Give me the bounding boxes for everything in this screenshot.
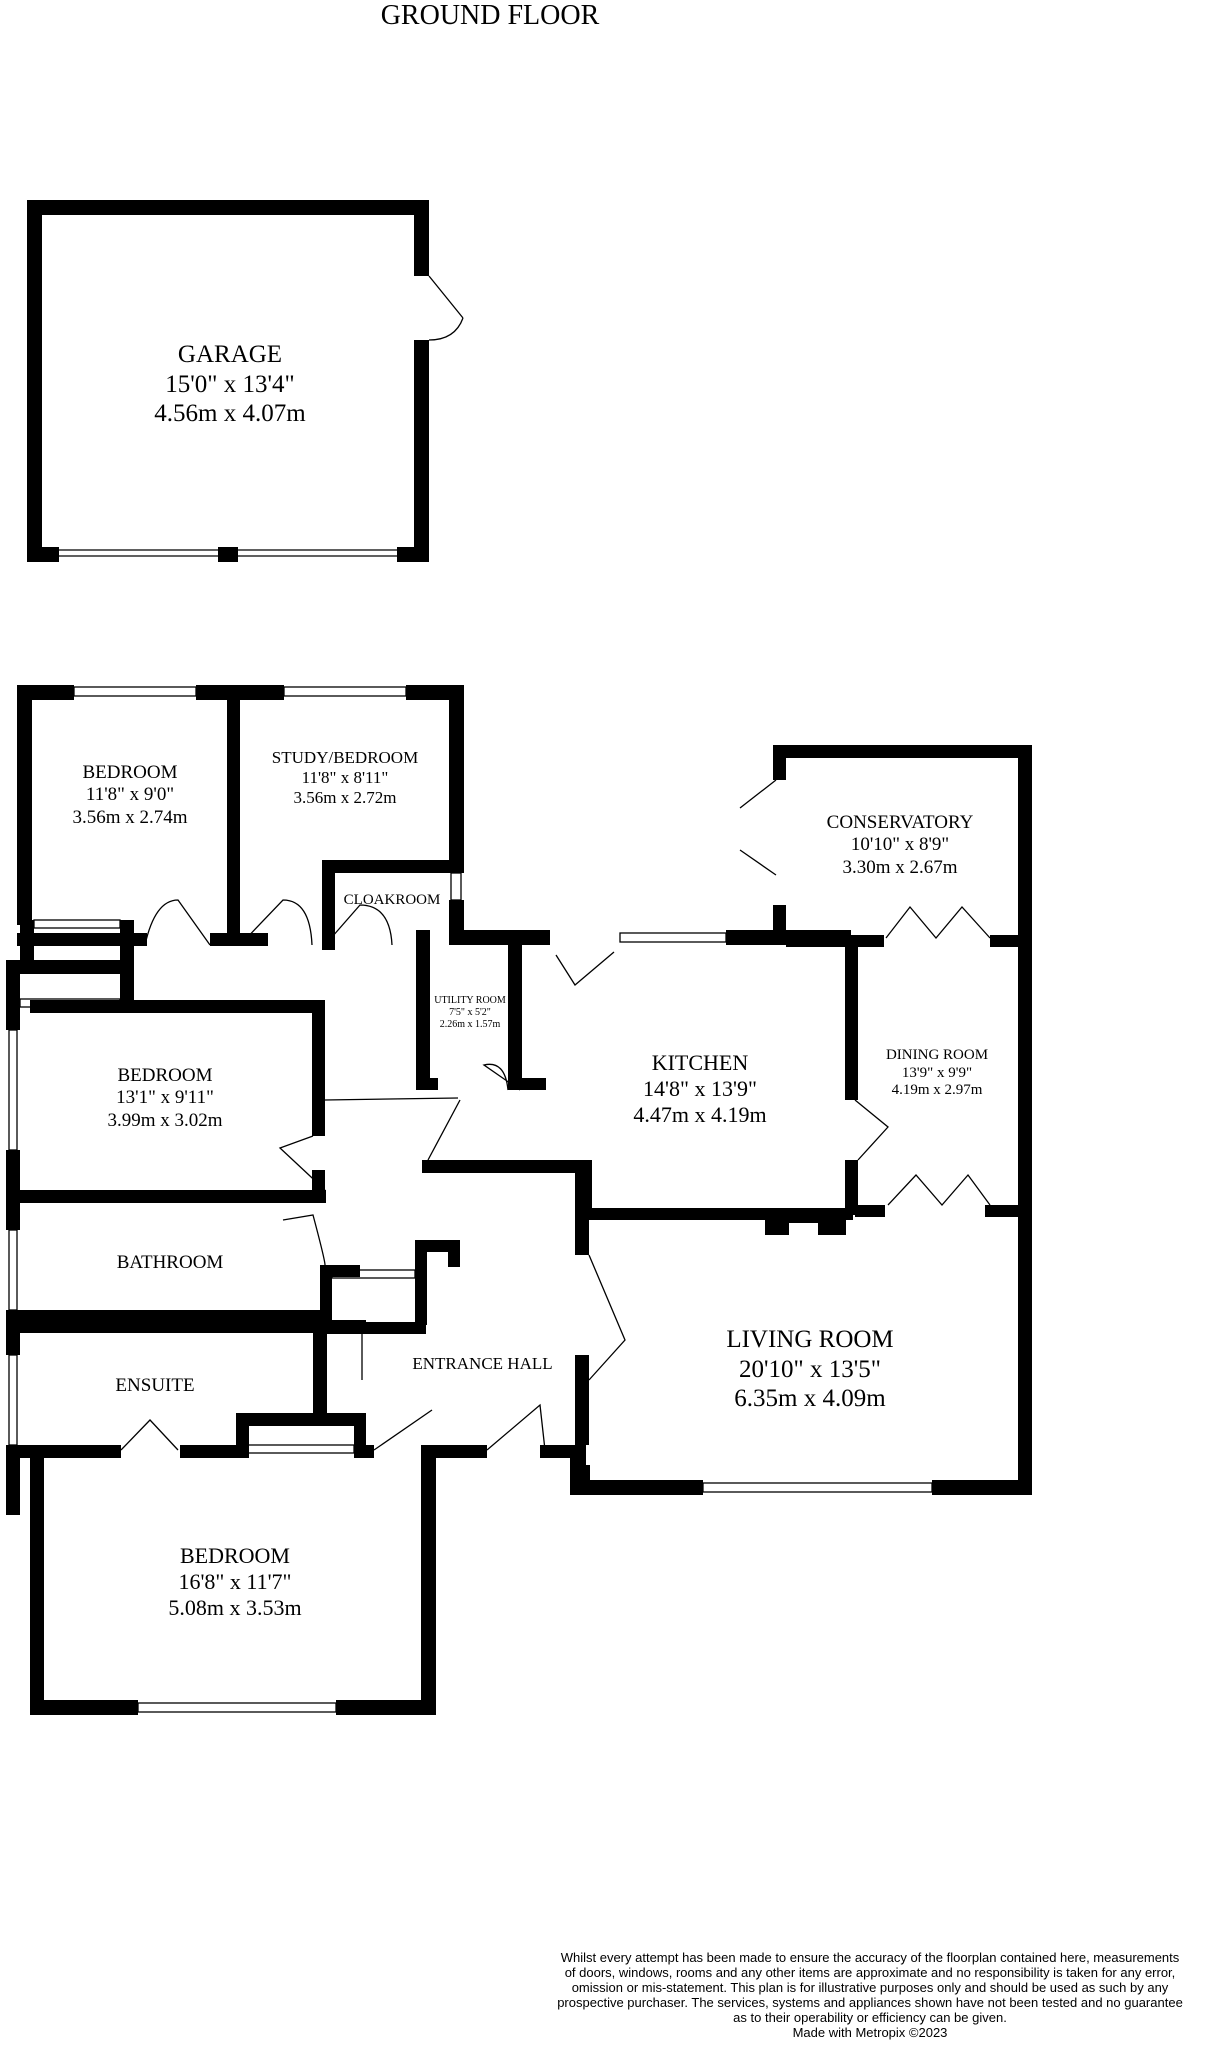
utility-label: UTILITY ROOM 7'5" x 5'2" 2.26m x 1.57m [430,995,510,1030]
conservatory-imperial: 10'10" x 8'9" [850,834,950,856]
bathroom-label: BATHROOM [70,1252,270,1274]
garage-imperial: 15'0" x 13'4" [165,370,295,398]
dining-imperial: 13'9" x 9'9" [901,1064,973,1081]
cloakroom-label: CLOAKROOM [332,892,452,910]
living-imperial: 20'10" x 13'5" [739,1355,881,1383]
bedroom3-label: BEDROOM 16'8" x 11'7" 5.08m x 3.53m [125,1543,345,1621]
living-metric: 6.35m x 4.09m [734,1385,886,1412]
bedroom2-name: BEDROOM [117,1065,213,1086]
bedroom2-imperial: 13'1" x 9'11" [116,1087,214,1109]
kitchen-name: KITCHEN [651,1050,749,1075]
utility-metric: 2.26m x 1.57m [439,1018,501,1030]
floor-title: GROUND FLOOR [380,0,600,31]
dining-label: DINING ROOM 13'9" x 9'9" 4.19m x 2.97m [862,1047,1012,1100]
bathroom-name: BATHROOM [116,1252,224,1273]
kitchen-imperial: 14'8" x 13'9" [643,1075,757,1101]
bedroom3-name: BEDROOM [179,1543,290,1568]
bedroom1-name: BEDROOM [82,762,178,783]
ensuite-name: ENSUITE [115,1375,195,1396]
living-label: LIVING ROOM 20'10" x 13'5" 6.35m x 4.09m [695,1325,925,1414]
study-imperial: 11'8" x 8'11" [301,768,389,788]
living-name: LIVING ROOM [726,1326,894,1353]
utility-imperial: 7'5" x 5'2" [449,1006,491,1018]
conservatory-metric: 3.30m x 2.67m [842,856,958,878]
windows [8,275,991,1713]
dining-metric: 4.19m x 2.97m [891,1082,983,1099]
entrance-label: ENTRANCE HALL [395,1354,570,1374]
kitchen-metric: 4.47m x 4.19m [633,1101,767,1127]
bedroom1-imperial: 11'8" x 9'0" [85,784,175,806]
disclaimer-line: prospective purchaser. The services, sys… [557,1995,1183,2010]
disclaimer-line: Whilst every attempt has been made to en… [560,1950,1180,1965]
metropix-credit: Made with Metropix ©2023 [792,2025,948,2040]
garage-metric: 4.56m x 4.07m [154,400,306,427]
dining-name: DINING ROOM [885,1047,989,1063]
utility-name: UTILITY ROOM [434,995,506,1006]
study-label: STUDY/BEDROOM 11'8" x 8'11" 3.56m x 2.72… [245,748,445,808]
bedroom1-label: BEDROOM 11'8" x 9'0" 3.56m x 2.74m [50,762,210,829]
study-name: STUDY/BEDROOM [271,748,419,767]
bedroom2-metric: 3.99m x 3.02m [107,1109,223,1131]
garage-name: GARAGE [177,341,283,368]
ensuite-label: ENSUITE [70,1375,240,1397]
disclaimer-text: Whilst every attempt has been made to en… [505,1950,1219,2040]
disclaimer-line: as to their operability or efficiency ca… [733,2010,1007,2025]
garage-label: GARAGE 15'0" x 13'4" 4.56m x 4.07m [120,340,340,429]
walls [6,200,1032,1715]
bedroom1-metric: 3.56m x 2.74m [72,806,188,828]
bedroom3-imperial: 16'8" x 11'7" [178,1568,292,1594]
cloakroom-name: CLOAKROOM [343,892,441,908]
bedroom3-metric: 5.08m x 3.53m [168,1594,302,1620]
conservatory-label: CONSERVATORY 10'10" x 8'9" 3.30m x 2.67m [800,812,1000,879]
conservatory-name: CONSERVATORY [826,812,974,833]
kitchen-label: KITCHEN 14'8" x 13'9" 4.47m x 4.19m [595,1050,805,1128]
entrance-name: ENTRANCE HALL [412,1354,553,1373]
bedroom2-label: BEDROOM 13'1" x 9'11" 3.99m x 3.02m [70,1065,260,1132]
study-metric: 3.56m x 2.72m [293,788,397,808]
disclaimer-line: omission or mis-statement. This plan is … [571,1980,1169,1995]
disclaimer-line: of doors, windows, rooms and any other i… [564,1965,1176,1980]
